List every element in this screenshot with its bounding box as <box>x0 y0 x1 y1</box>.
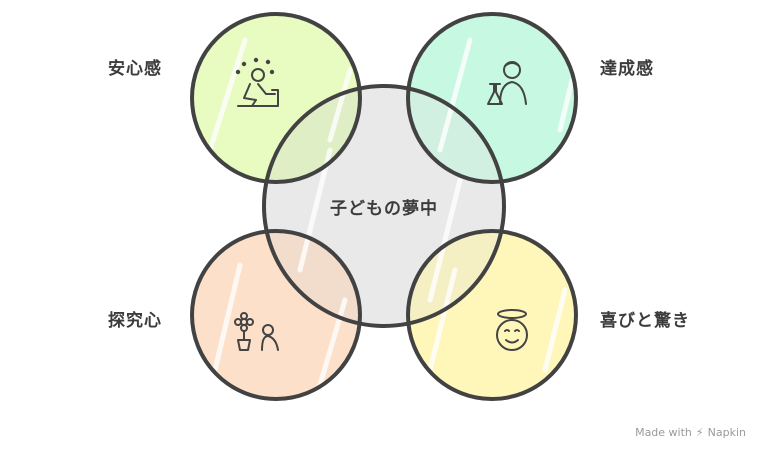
label-anshinkan: 安心感 <box>108 59 162 79</box>
angel-face-icon <box>496 309 528 351</box>
label-tasseikan: 達成感 <box>600 59 654 79</box>
napkin-footer[interactable]: Made with ⚡ Napkin <box>635 426 746 439</box>
scientist-icon <box>487 61 527 105</box>
footer-brand: Napkin <box>707 426 746 439</box>
brush-strokes <box>207 37 575 388</box>
center-label: 子どもの夢中 <box>330 198 438 219</box>
label-yorokobi: 喜びと驚き <box>600 311 690 331</box>
napkin-logo-icon: ⚡ <box>695 426 704 439</box>
circle-outlines <box>190 12 578 401</box>
child-with-flowers-icon <box>234 312 279 351</box>
child-playing-icon <box>235 57 279 107</box>
label-tankyushin: 探究心 <box>108 311 162 331</box>
footer-text: Made with <box>635 426 692 439</box>
